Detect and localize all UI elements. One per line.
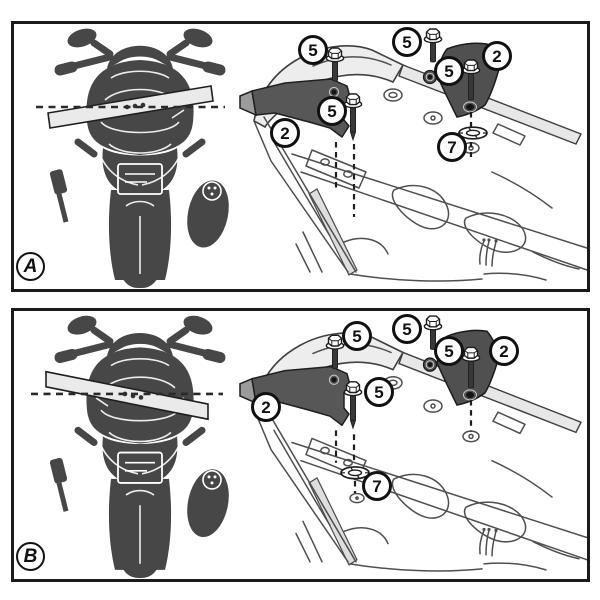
assembly-dashed-lines (334, 112, 473, 217)
washer (340, 466, 370, 480)
panel-a-illustration (36, 24, 587, 289)
step-label-b: B (16, 542, 45, 571)
panel-b-illustration (31, 311, 587, 579)
alignment-bar (47, 85, 214, 129)
motorcycle-rear-silhouette (49, 25, 234, 288)
step-letter: A (23, 255, 38, 277)
step-label-a: A (16, 252, 45, 281)
step-letter: B (23, 545, 38, 567)
tail-frame-exploded-view (240, 316, 587, 571)
washer (458, 126, 488, 140)
motorcycle-rear-silhouette (49, 312, 234, 578)
tail-frame-exploded-view (240, 29, 587, 281)
assembly-dashed-lines (334, 399, 473, 495)
alignment-bar (45, 370, 209, 421)
